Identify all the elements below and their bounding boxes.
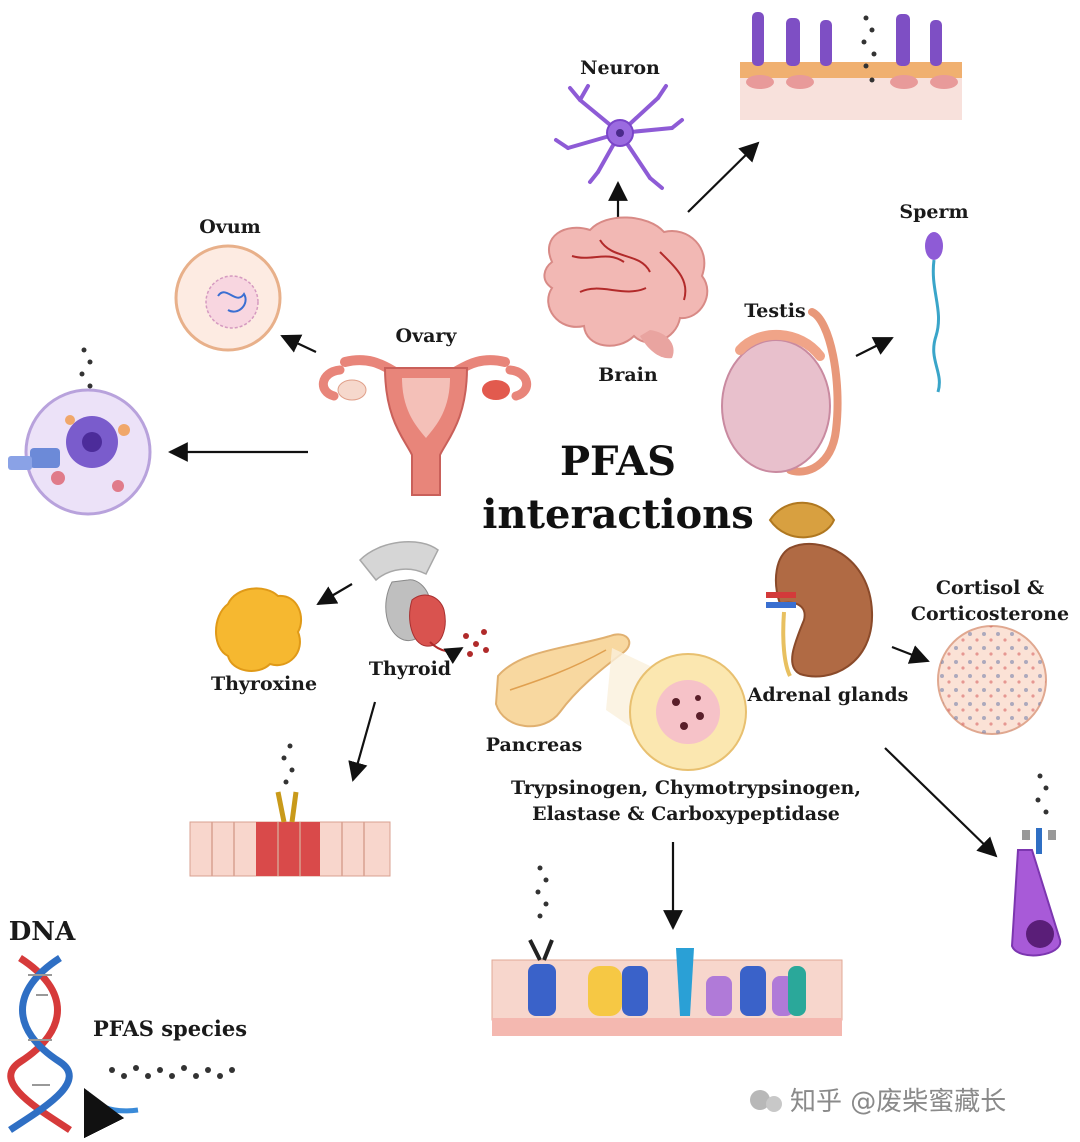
thyroid-label: Thyroid xyxy=(369,658,451,680)
ovum-label: Ovum xyxy=(199,216,261,238)
brain-label: Brain xyxy=(598,364,658,386)
pancreas-icon xyxy=(494,633,747,771)
cell-left-icon xyxy=(8,347,152,516)
neuron-icon xyxy=(554,84,684,190)
title-line1: PFAS xyxy=(560,438,676,485)
cortisol-cell-icon xyxy=(937,625,1047,735)
purple-cell-icon xyxy=(1010,773,1062,957)
arrow-adrenal-cell xyxy=(884,747,998,858)
thyroxine-label: Thyroxine xyxy=(211,673,317,695)
ovary-label: Ovary xyxy=(396,325,458,347)
thyroxine-icon xyxy=(215,587,303,672)
enzymes-line2: Elastase & Carboxypeptidase xyxy=(532,803,840,825)
ovum-icon xyxy=(174,244,282,352)
brain-icon xyxy=(543,216,709,359)
arrow-ovary-ovum xyxy=(280,334,317,353)
sperm-icon xyxy=(925,232,943,393)
arrows xyxy=(168,141,998,930)
uterus-icon xyxy=(319,355,531,496)
arrow-testis-sperm xyxy=(855,337,894,357)
watermark: 知乎 @废柴蜜藏长 xyxy=(750,1087,1006,1117)
arrow-thyroid-tissue xyxy=(348,701,377,782)
dna-icon xyxy=(7,955,73,1133)
enzymes-line1: Trypsinogen, Chymotrypsinogen, xyxy=(511,777,861,799)
arrow-adrenal-cortisol xyxy=(891,645,930,664)
testis-label: Testis xyxy=(744,300,805,322)
watermark-text: 知乎 @废柴蜜藏长 xyxy=(790,1087,1006,1117)
title-line2: interactions xyxy=(482,491,754,538)
cortisol-line1: Cortisol & xyxy=(936,577,1044,599)
pfas-molecule-icon xyxy=(109,1065,235,1079)
arrow-thyroid-thyroxine xyxy=(316,583,353,606)
center-title: PFAS interactions xyxy=(482,438,754,538)
pancreas-label: Pancreas xyxy=(486,734,583,756)
tissue-top-right xyxy=(740,12,962,120)
neuron-label: Neuron xyxy=(580,57,660,79)
pfas-to-dna-arrow xyxy=(83,1087,139,1139)
adrenal-label: Adrenal glands xyxy=(747,684,909,706)
epithelium-icon xyxy=(491,865,843,1036)
cortisol-line2: Corticosterone xyxy=(911,603,1069,625)
pfas-species-label: PFAS species xyxy=(93,1016,247,1041)
thyroid-tissue-icon xyxy=(189,743,391,877)
dna-label: DNA xyxy=(9,917,76,947)
thyroid-icon xyxy=(358,540,489,665)
testis-icon xyxy=(721,308,842,476)
sperm-label: Sperm xyxy=(899,201,968,223)
arrow-brain-tissue xyxy=(687,141,760,213)
kidney-icon xyxy=(766,501,874,678)
